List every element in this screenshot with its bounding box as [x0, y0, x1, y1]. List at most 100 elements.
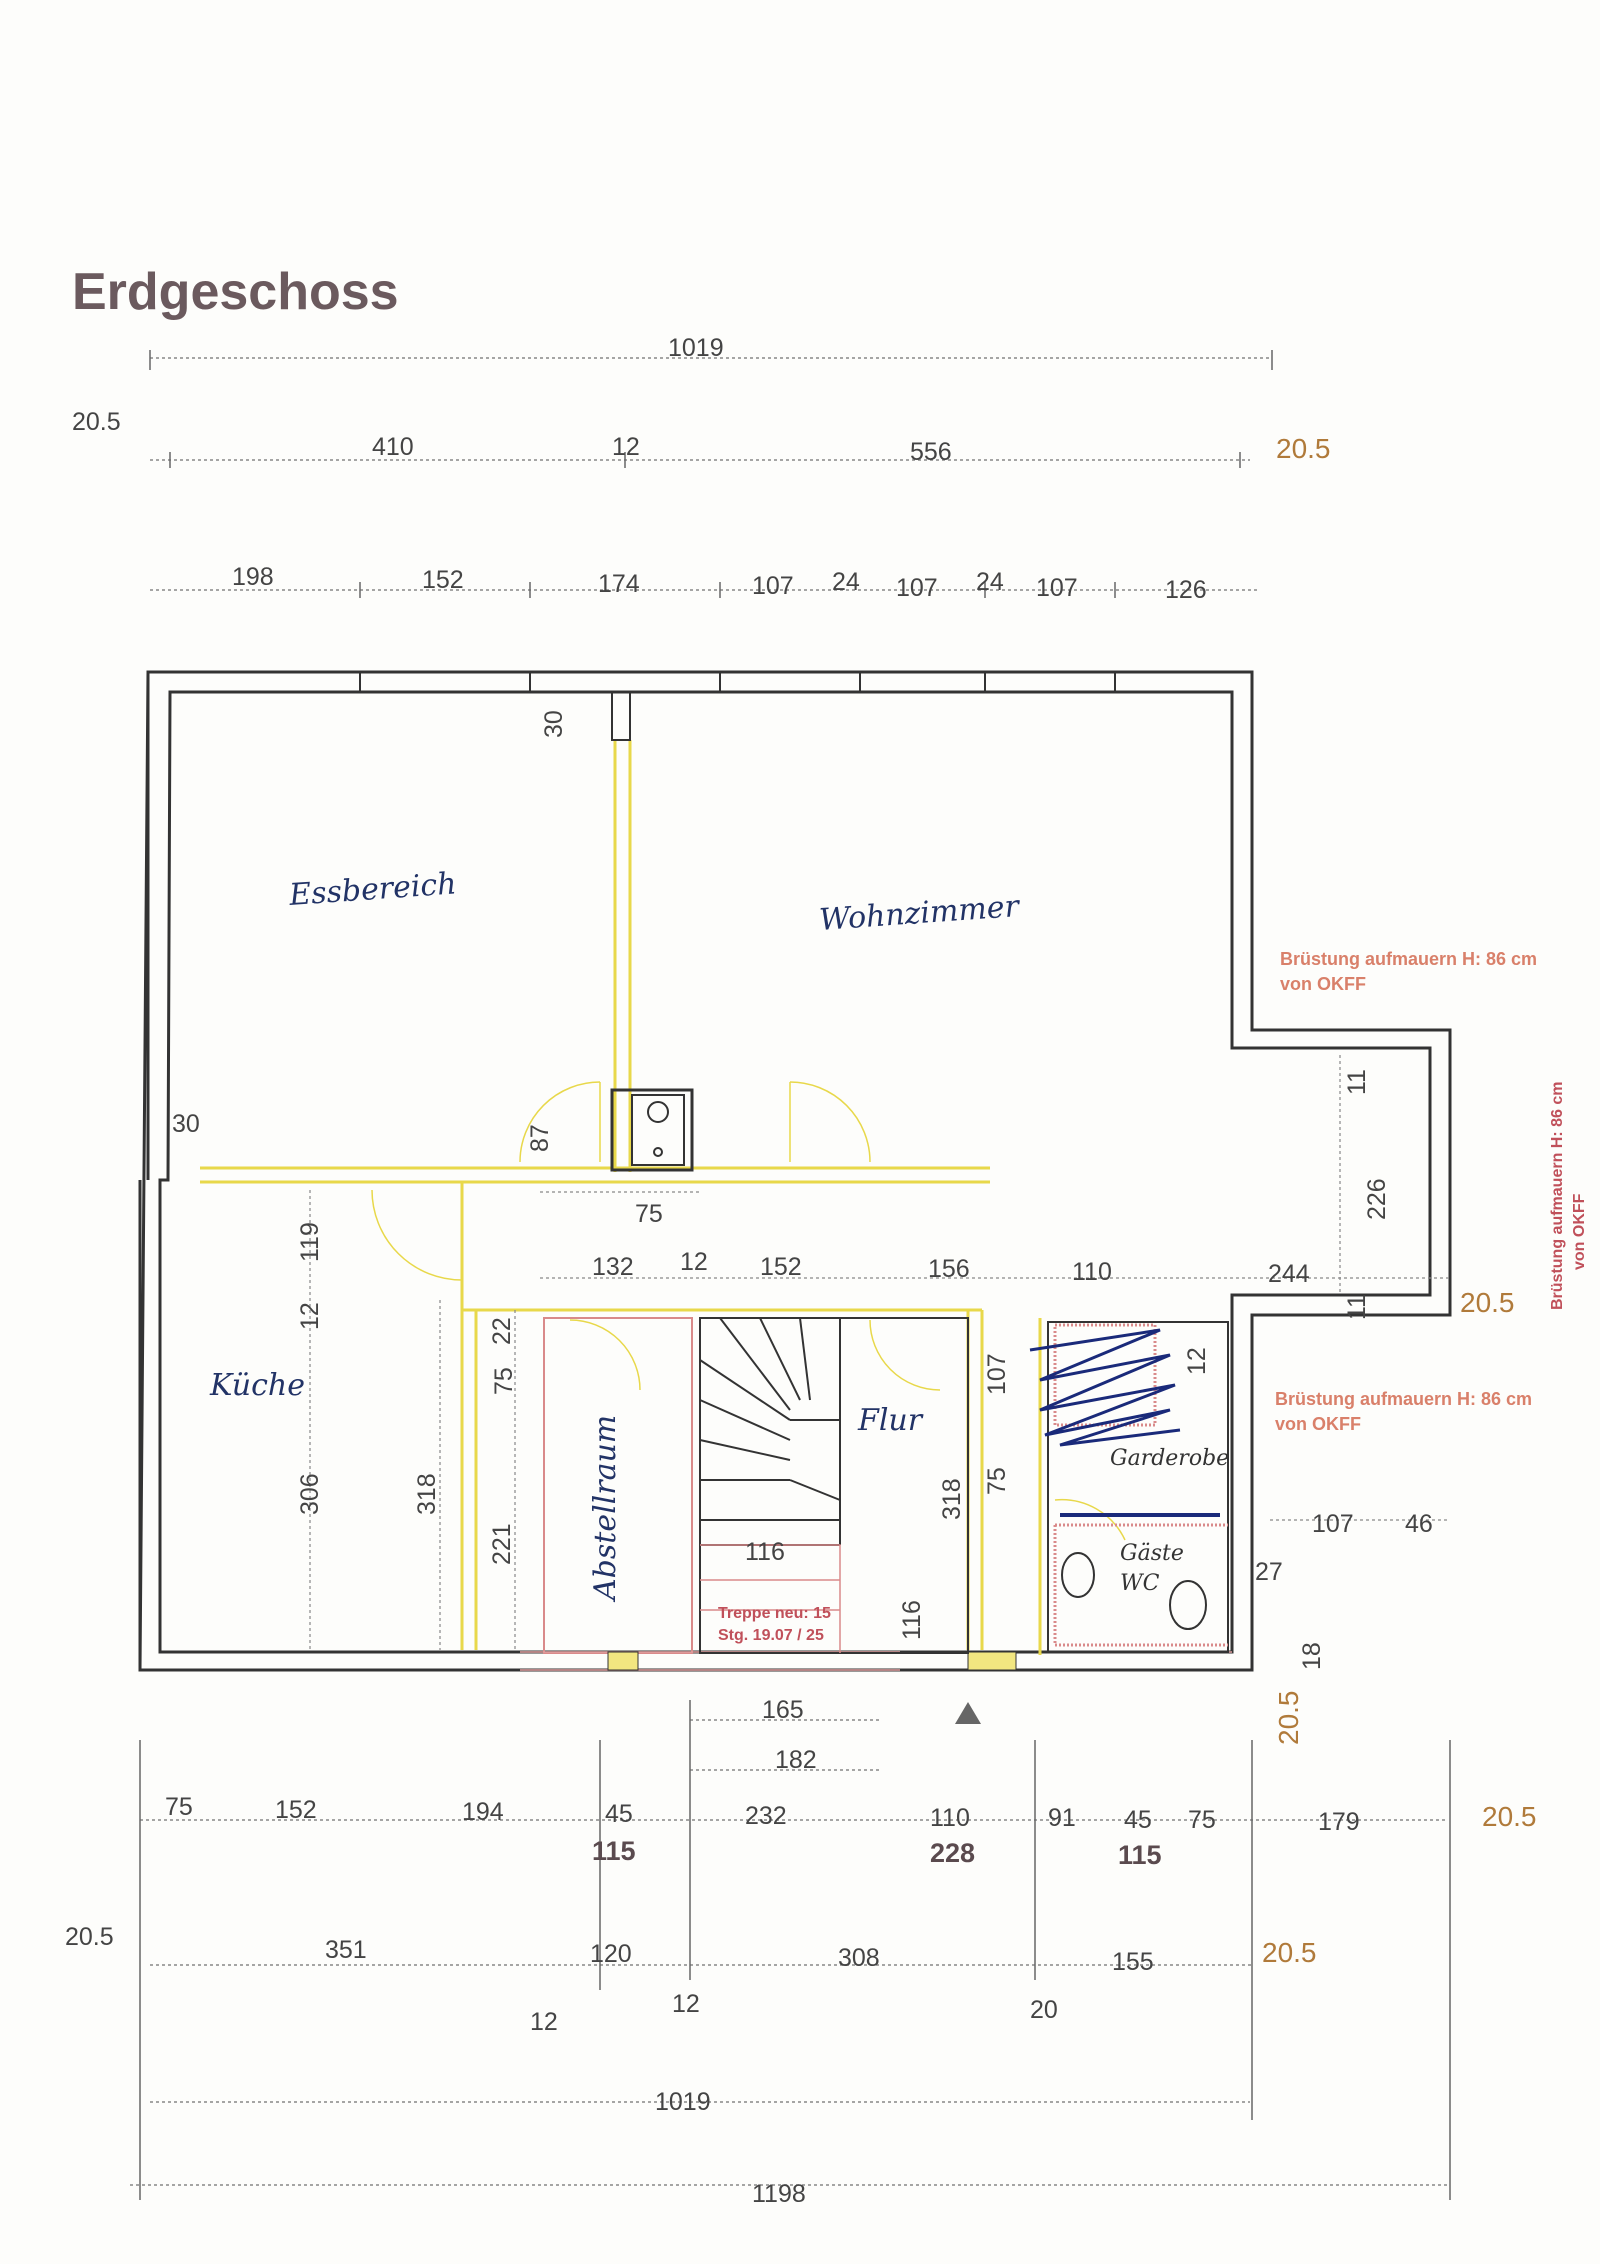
dim-bold-228: 228 [930, 1838, 975, 1868]
dim-165: 165 [762, 1696, 804, 1724]
dim-152-top: 152 [422, 566, 464, 594]
dim-306: 306 [296, 1473, 324, 1515]
dim-18: 18 [1298, 1642, 1326, 1670]
dim-75-c: 75 [983, 1467, 1011, 1495]
dim-row3-12-b: 12 [672, 1990, 700, 2018]
note-bruestung-1a: Brüstung aufmauern H: 86 cm [1280, 949, 1537, 969]
top-dimension-lines [150, 357, 1272, 591]
dim-bottom-45-b: 45 [1124, 1806, 1152, 1834]
entry-marker [955, 1702, 981, 1724]
dim-351: 351 [325, 1936, 367, 1964]
dim-12-kueche: 12 [296, 1302, 324, 1330]
dim-12-interior: 12 [680, 1248, 708, 1276]
dim-bold-115-a: 115 [592, 1836, 636, 1866]
dim-bottom-152: 152 [275, 1796, 317, 1824]
dim-24-a: 24 [832, 568, 860, 596]
dim-226: 226 [1363, 1178, 1391, 1220]
dim-132: 132 [592, 1253, 634, 1281]
room-label-flur: Flur [857, 1403, 924, 1438]
room-label-essbereich: Essbereich [287, 866, 457, 913]
dim-11-b: 11 [1343, 1294, 1371, 1320]
wall-yellow-block-b [967, 1651, 1017, 1671]
dim-244: 244 [1268, 1260, 1310, 1288]
outer-walls [138, 670, 1452, 1672]
dim-182: 182 [775, 1746, 817, 1774]
note-treppe-1: Treppe neu: 15 [718, 1605, 831, 1622]
dim-110-interior: 110 [1072, 1258, 1112, 1286]
dim-row3-12-a: 12 [530, 2008, 558, 2036]
note-bruestung-vertical-2: von OKFF [1571, 1193, 1588, 1270]
dim-11-a: 11 [1343, 1069, 1371, 1095]
dim-87: 87 [526, 1124, 554, 1152]
dim-bottom-75-a: 75 [165, 1793, 193, 1821]
dim-152-interior: 152 [760, 1253, 802, 1281]
dim-107-v: 107 [983, 1353, 1011, 1395]
dim-row3-20: 20 [1030, 1996, 1058, 2024]
dim-107-h: 107 [1312, 1510, 1354, 1538]
dim-46: 46 [1405, 1510, 1433, 1538]
garderobe-scribble [1029, 1328, 1181, 1447]
dim-119: 119 [296, 1222, 324, 1262]
dim-bottom-20-5-right: 20.5 [1482, 1801, 1537, 1832]
staircase [699, 1317, 969, 1654]
page-title: Erdgeschoss [72, 263, 399, 321]
dim-total-top: 1019 [668, 334, 724, 362]
bottom-dimension-lines [130, 1719, 1450, 2186]
dim-116-h: 116 [745, 1538, 785, 1566]
dim-bottom-179: 179 [1318, 1808, 1360, 1836]
dim-bottom-194: 194 [462, 1798, 504, 1826]
dim-107-c: 107 [1036, 574, 1078, 602]
dim-156: 156 [928, 1255, 970, 1283]
dim-75-b: 75 [490, 1367, 518, 1395]
dim-27: 27 [1255, 1558, 1283, 1586]
dim-right-edge: 20.5 [1276, 433, 1331, 464]
dim-318-b: 318 [938, 1478, 966, 1520]
dim-bottom-75-b: 75 [1188, 1806, 1216, 1834]
dim-row2-20-5-right: 20.5 [1262, 1937, 1317, 1968]
room-label-abstellraum: Abstellraum [588, 1415, 623, 1603]
dim-20-5-bottom: 20.5 [1273, 1691, 1304, 1746]
dim-174: 174 [598, 570, 640, 598]
top-windows [359, 672, 1430, 1296]
room-label-gaeste: Gäste [1120, 1541, 1184, 1566]
dim-24-b: 24 [976, 568, 1004, 596]
room-label-kueche: Küche [209, 1368, 305, 1403]
dim-120: 120 [590, 1940, 632, 1968]
chimney [610, 1088, 694, 1172]
wall-yellow-block-a [607, 1651, 639, 1671]
note-bruestung-vertical-1: Brüstung aufmauern H: 86 cm [1549, 1082, 1566, 1310]
dim-116-v: 116 [898, 1600, 926, 1640]
dim-12-top: 12 [612, 433, 640, 461]
dim-bottom-232: 232 [745, 1802, 787, 1830]
dim-12-wc: 12 [1183, 1347, 1211, 1375]
dim-22: 22 [488, 1317, 516, 1345]
note-bruestung-1b: von OKFF [1280, 974, 1366, 994]
dim-198: 198 [232, 563, 274, 591]
dim-bold-115-b: 115 [1118, 1840, 1162, 1870]
dim-308: 308 [838, 1944, 880, 1972]
bottom-ticks [139, 1700, 1451, 2200]
dim-bottom-110: 110 [930, 1804, 970, 1832]
dim-row2-20-5-left: 20.5 [65, 1923, 114, 1951]
dim-75: 75 [635, 1200, 663, 1228]
dim-total-1019-bottom: 1019 [655, 2088, 711, 2116]
dim-30-top: 30 [540, 710, 568, 738]
dim-total-1198: 1198 [752, 2180, 806, 2208]
new-stair-outline [700, 1544, 841, 1653]
dim-bottom-91: 91 [1048, 1804, 1076, 1832]
room-label-garderobe: Garderobe [1110, 1446, 1229, 1471]
dim-107-b: 107 [896, 574, 938, 602]
dim-20-5-right: 20.5 [1460, 1287, 1515, 1318]
room-label-wc: WC [1120, 1571, 1160, 1596]
dim-left-edge: 20.5 [72, 408, 121, 436]
dim-126: 126 [1165, 576, 1207, 604]
dim-556: 556 [910, 438, 952, 466]
room-label-wohnzimmer: Wohnzimmer [818, 889, 1022, 938]
dim-410: 410 [372, 433, 414, 461]
dim-107-a: 107 [752, 572, 794, 600]
dim-bottom-45-a: 45 [605, 1800, 633, 1828]
dim-318-a: 318 [413, 1473, 441, 1515]
door-swings [371, 1081, 1126, 1541]
